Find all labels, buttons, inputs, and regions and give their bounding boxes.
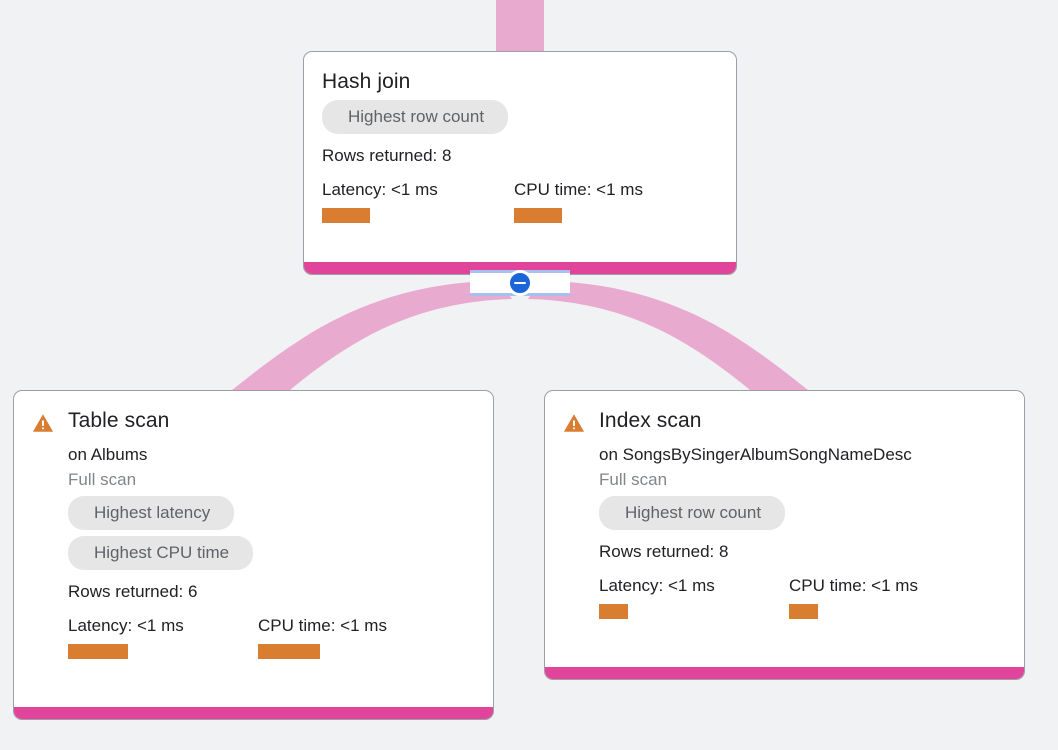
node-title: Hash join [322, 70, 411, 93]
node-title-column: Table scan on Albums Full scan Highest l… [68, 407, 387, 659]
edge-hashjoin-to-tablescan [232, 281, 512, 390]
node-chip-highest-row-count[interactable]: Highest row count [322, 100, 509, 134]
node-metric-latency: Latency: <1 ms [322, 179, 514, 223]
node-title-column: Hash join [322, 68, 410, 96]
edge-hashjoin-to-indexscan [528, 281, 808, 390]
node-rows-returned: Rows returned: 6 [68, 582, 198, 601]
node-title-column: Index scan on SongsBySingerAlbumSongName… [599, 407, 918, 619]
node-chip-highest-row-count[interactable]: Highest row count [599, 496, 786, 530]
node-metric-latency-label: Latency: <1 ms [322, 180, 438, 199]
node-metric-cpu-label: CPU time: <1 ms [789, 576, 918, 595]
node-metric-cpu-label: CPU time: <1 ms [258, 616, 387, 635]
node-title: Index scan [599, 409, 702, 432]
minus-circle-icon[interactable] [507, 270, 533, 296]
node-rows-returned: Rows returned: 8 [322, 146, 452, 165]
warning-triangle-icon [563, 414, 585, 432]
node-chip-row: Highest row count [599, 496, 918, 536]
node-metrics: Latency: <1 ms CPU time: <1 ms [599, 575, 918, 619]
node-metric-cpu: CPU time: <1 ms [514, 179, 643, 223]
node-metric-cpu-bar [789, 604, 818, 619]
warning-triangle-icon [32, 414, 54, 432]
node-metric-cpu: CPU time: <1 ms [789, 575, 918, 619]
minus-glyph [514, 282, 526, 284]
node-metric-latency: Latency: <1 ms [68, 615, 258, 659]
node-metric-cpu: CPU time: <1 ms [258, 615, 387, 659]
node-metrics: Latency: <1 ms CPU time: <1 ms [68, 615, 387, 659]
node-subtitle: on SongsBySingerAlbumSongNameDesc [599, 445, 912, 464]
node-header: Hash join [322, 68, 718, 96]
plan-node-table-scan[interactable]: Table scan on Albums Full scan Highest l… [13, 390, 494, 720]
node-subtitle-secondary: Full scan [68, 470, 137, 489]
node-chip-highest-latency[interactable]: Highest latency [68, 496, 235, 530]
node-metric-cpu-label: CPU time: <1 ms [514, 180, 643, 199]
node-metric-latency-label: Latency: <1 ms [68, 616, 184, 635]
node-rows-returned: Rows returned: 8 [599, 542, 729, 561]
node-subtitle-secondary: Full scan [599, 470, 668, 489]
node-metrics: Latency: <1 ms CPU time: <1 ms [322, 179, 718, 223]
node-body: Hash join Highest row count Rows returne… [304, 52, 736, 262]
node-metric-latency-bar [68, 644, 128, 659]
node-chip-row: Highest row count [322, 100, 718, 140]
node-accent-bar [14, 707, 493, 719]
node-subtitle: on Albums [68, 445, 148, 464]
node-body: Table scan on Albums Full scan Highest l… [14, 391, 493, 707]
plan-node-index-scan[interactable]: Index scan on SongsBySingerAlbumSongName… [544, 390, 1025, 680]
node-metric-latency-bar [322, 208, 370, 223]
node-chip-row: Highest latency Highest CPU time [68, 496, 387, 576]
node-header: Index scan on SongsBySingerAlbumSongName… [563, 407, 1006, 619]
plan-node-hash-join[interactable]: Hash join Highest row count Rows returne… [303, 51, 737, 275]
node-metric-latency-label: Latency: <1 ms [599, 576, 715, 595]
collapse-subtree-toggle[interactable] [470, 270, 570, 296]
node-title: Table scan [68, 409, 170, 432]
node-accent-bar [545, 667, 1024, 679]
node-header: Table scan on Albums Full scan Highest l… [32, 407, 475, 659]
node-metric-latency: Latency: <1 ms [599, 575, 789, 619]
node-metric-latency-bar [599, 604, 628, 619]
node-metric-cpu-bar [514, 208, 562, 223]
node-accent-bar [304, 262, 736, 274]
edge-incoming-top [496, 0, 544, 52]
node-metric-cpu-bar [258, 644, 320, 659]
node-chip-highest-cpu-time[interactable]: Highest CPU time [68, 536, 254, 570]
node-body: Index scan on SongsBySingerAlbumSongName… [545, 391, 1024, 667]
